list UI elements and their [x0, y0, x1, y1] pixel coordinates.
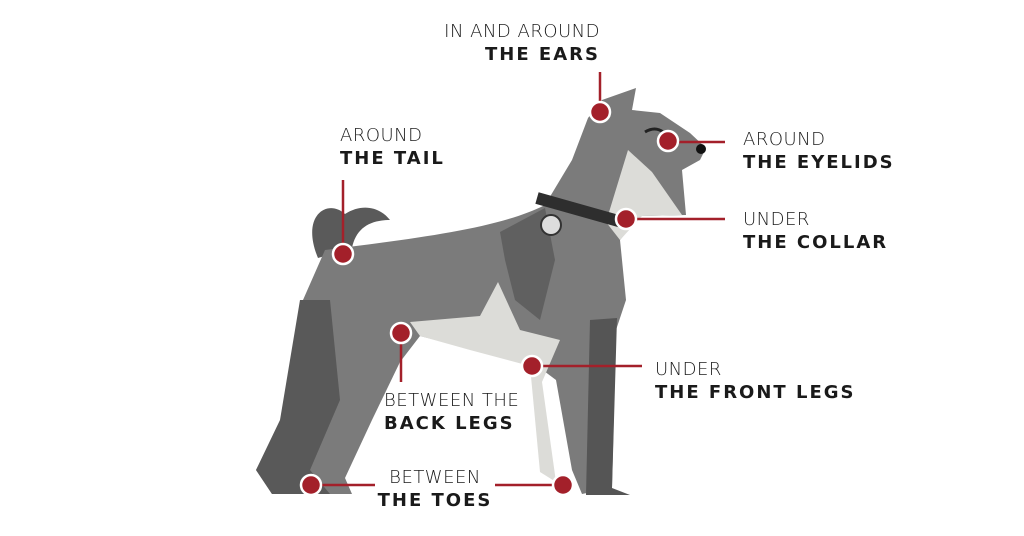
dog-hind-leg-dark [256, 300, 340, 494]
dog-figure [256, 88, 706, 495]
label-front-legs: UNDER THE FRONT LEGS [655, 358, 855, 404]
marker-collar [614, 207, 638, 231]
dog-collar [535, 192, 624, 228]
label-back-legs: BETWEEN THE BACK LEGS [384, 389, 519, 435]
label-toes-line2: THE TOES [377, 490, 493, 511]
dog-belly-fur [410, 282, 560, 482]
dog-front-leg-dark [586, 318, 630, 495]
dog-eye [644, 127, 664, 134]
label-ears: IN AND AROUND THE EARS [444, 20, 600, 66]
dog-shoulder-fur [500, 208, 555, 320]
marker-front-legs [520, 354, 544, 378]
label-back-legs-line1: BETWEEN THE [384, 390, 520, 411]
marker-back-legs [389, 321, 413, 345]
label-tail-line1: AROUND [340, 125, 423, 146]
label-ears-line1: IN AND AROUND [444, 21, 600, 42]
paw-tag-icon [540, 214, 562, 236]
marker-eyelids [656, 129, 680, 153]
label-collar-line1: UNDER [743, 209, 810, 230]
marker-ears [588, 100, 612, 124]
label-toes-line1: BETWEEN [389, 467, 481, 488]
label-ears-line2: THE EARS [485, 44, 600, 65]
marker-toes-front [551, 473, 575, 497]
label-front-legs-line2: THE FRONT LEGS [655, 382, 856, 403]
label-collar-line2: THE COLLAR [743, 232, 889, 253]
checkpoint-markers [299, 100, 680, 497]
label-eyelids: AROUND THE EYELIDS [743, 128, 895, 174]
label-tail: AROUND THE TAIL [340, 124, 445, 170]
dog-nose [696, 144, 706, 154]
label-eyelids-line1: AROUND [743, 129, 826, 150]
label-back-legs-line2: BACK LEGS [384, 413, 515, 434]
label-front-legs-line1: UNDER [655, 359, 722, 380]
marker-toes-back [299, 473, 323, 497]
label-collar: UNDER THE COLLAR [743, 208, 888, 254]
marker-tail [331, 242, 355, 266]
dog-tail [312, 207, 390, 258]
label-tail-line2: THE TAIL [340, 148, 445, 169]
label-toes: BETWEEN THE TOES [375, 466, 495, 512]
label-eyelids-line2: THE EYELIDS [743, 152, 895, 173]
